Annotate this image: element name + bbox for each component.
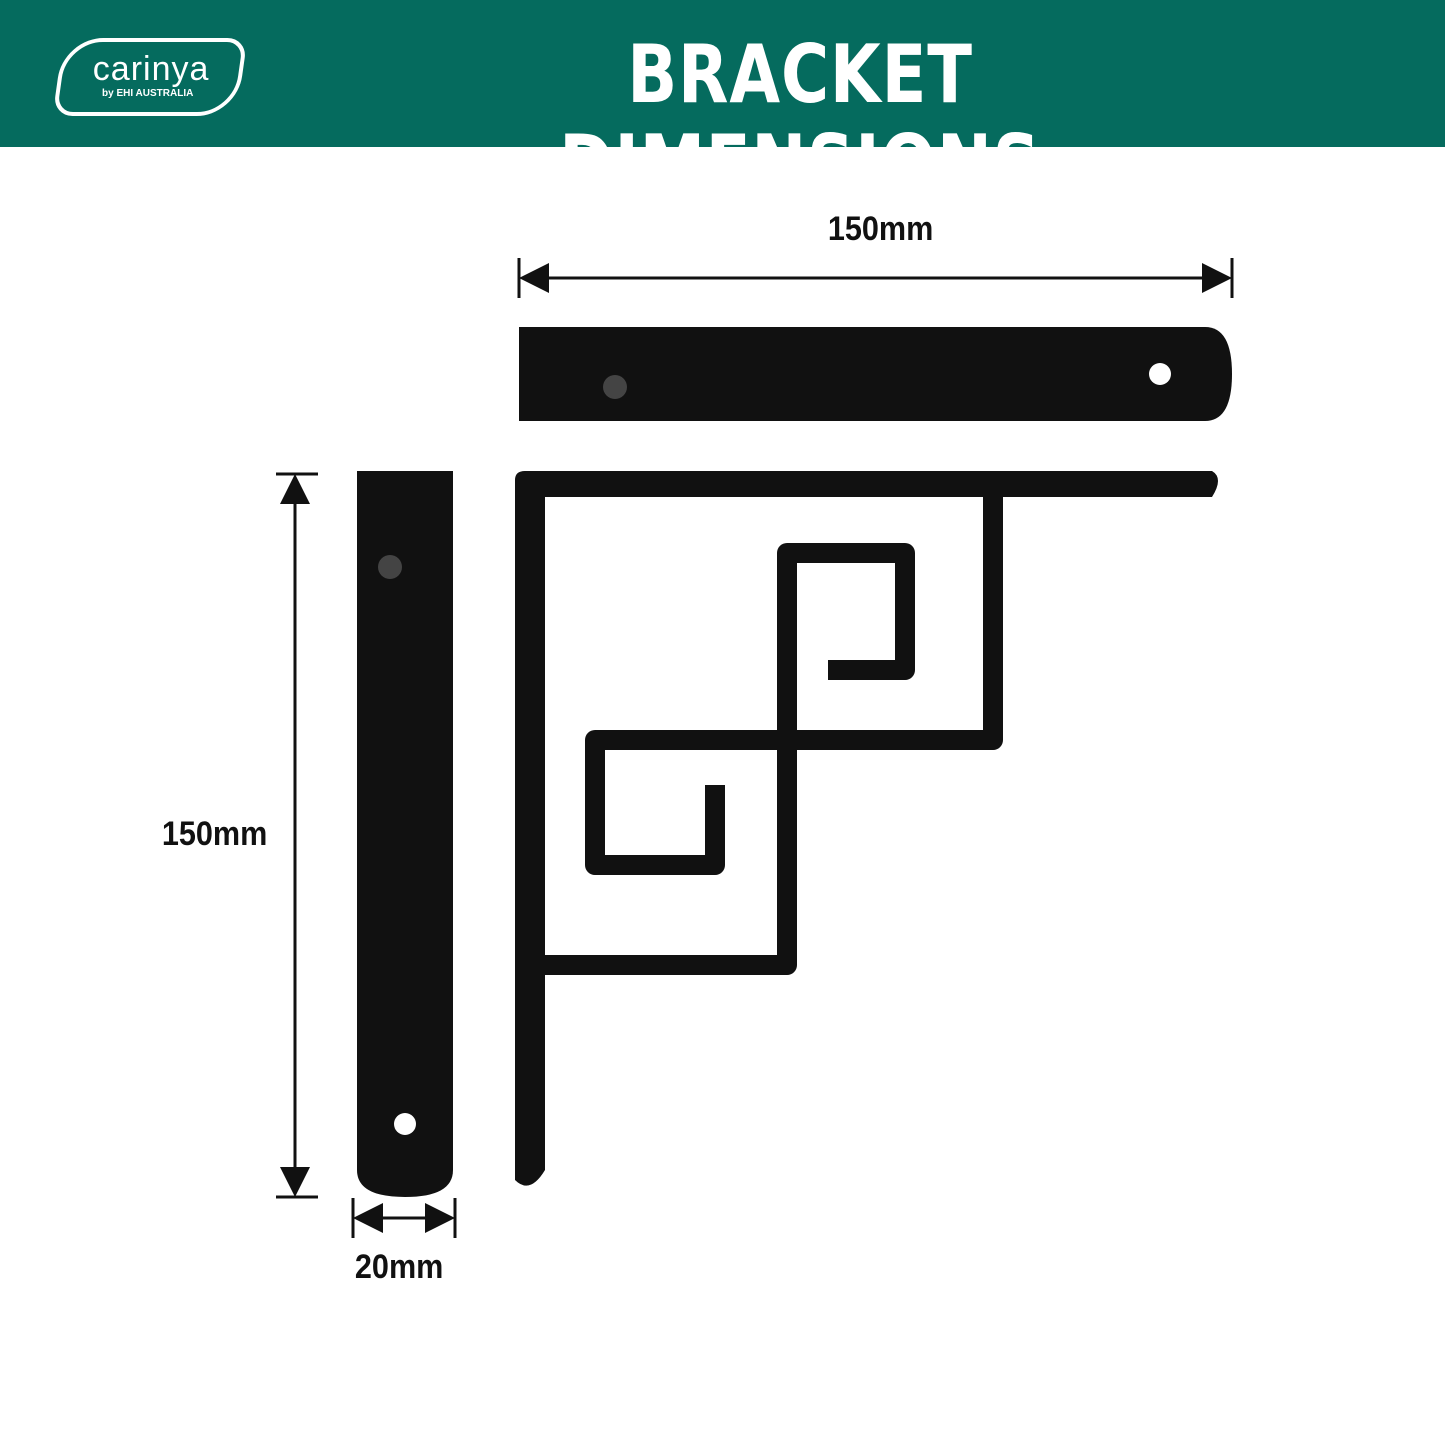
bar-width-label: 20mm [354,1248,444,1286]
bar-width-dimension-line [351,1198,457,1238]
width-label: 150mm [827,210,934,248]
header-banner: carinya by EHI AUSTRALIA BRACKET DIMENSI… [0,0,1445,210]
height-label: 150mm [161,815,268,853]
vertical-bar-plate [357,471,453,1197]
height-dimension-line [276,472,318,1199]
horizontal-bar-plate [519,327,1232,421]
page-title: BRACKET DIMENSIONS [559,28,1041,211]
width-dimension-line [517,258,1234,298]
decorative-shelf-bracket [515,471,1218,1186]
